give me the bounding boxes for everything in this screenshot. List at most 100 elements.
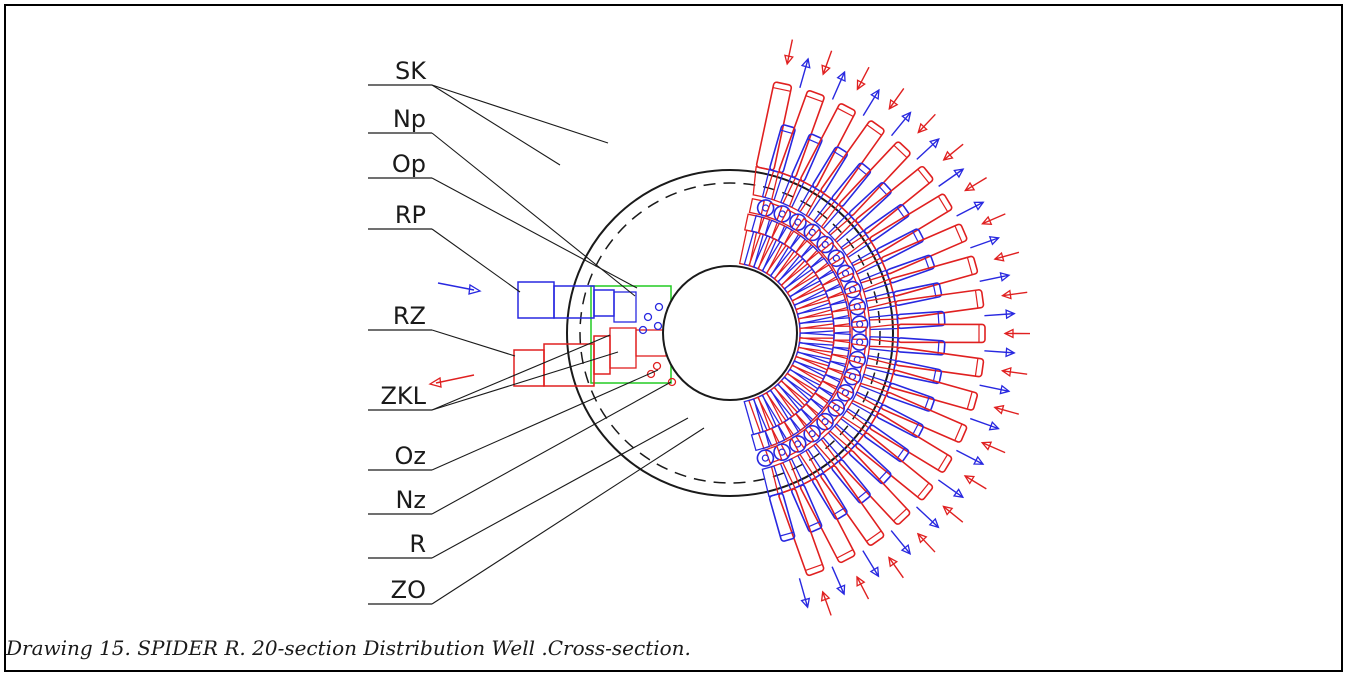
flow-arrow-head	[973, 201, 985, 211]
flow-arrow-head	[942, 505, 954, 516]
pipe-end	[780, 531, 794, 537]
flow-arrow-shaft	[943, 143, 964, 161]
return-branch	[761, 389, 880, 578]
pipe	[769, 124, 796, 174]
reducer	[868, 336, 899, 353]
pipe-end	[917, 168, 930, 184]
inlet-group	[428, 281, 677, 388]
return-drain-point	[643, 312, 653, 322]
valve	[827, 249, 846, 268]
pipe	[820, 120, 885, 201]
pipe	[790, 484, 823, 533]
reducer	[867, 300, 899, 321]
flow-arrow-head	[963, 475, 975, 485]
return-fitting	[613, 291, 637, 323]
flow-arrow-shaft	[822, 50, 833, 75]
flow-arrow-head	[856, 79, 866, 91]
callout-label-op: Op	[392, 150, 426, 178]
pipe-end	[893, 508, 908, 522]
flow-arrow-shaft	[890, 112, 912, 137]
flow-arrow-head	[1001, 289, 1012, 300]
reducer	[845, 399, 880, 429]
flow-arrow-head	[953, 168, 965, 179]
flow-arrow-shaft	[786, 39, 794, 65]
return-drain-point	[653, 321, 663, 331]
flow-arrow-shaft	[822, 591, 832, 616]
valve	[756, 449, 775, 467]
figure-caption: Drawing 15. SPIDER R. 20-section Distrib…	[6, 636, 691, 660]
pipe-end	[974, 358, 979, 377]
reducer	[820, 203, 853, 236]
pipe	[894, 346, 985, 378]
pipe-end	[937, 196, 949, 213]
valve	[850, 315, 869, 333]
outer-ring	[566, 169, 894, 497]
flow-arrow-shaft	[798, 578, 809, 608]
leader-line-zkl	[431, 334, 611, 411]
pipe	[869, 193, 953, 254]
valve-hub	[821, 418, 829, 426]
flow-arrow-head	[980, 441, 993, 451]
leader-line-zo	[431, 427, 705, 605]
leader-line-zkl	[431, 351, 619, 411]
flow-arrow-head	[973, 455, 985, 465]
flow-arrow-shaft	[994, 406, 1019, 415]
pipe	[892, 360, 943, 385]
flow-arrow-head	[952, 488, 965, 499]
flow-arrow-shaft	[831, 71, 846, 100]
branch-group	[738, 39, 1031, 616]
pipe	[876, 228, 925, 262]
flow-arrow-head	[901, 111, 912, 123]
pipe-end	[893, 144, 908, 159]
leader-line-r	[431, 417, 689, 559]
pipe	[838, 141, 911, 217]
valve-hub	[808, 228, 816, 237]
pipe	[876, 404, 924, 438]
pipe	[791, 133, 823, 182]
flow-arrow-shaft	[862, 89, 880, 116]
valve	[803, 424, 821, 443]
flow-arrow-shaft	[964, 475, 987, 490]
pipe	[886, 254, 935, 284]
flow-arrow-shaft	[942, 505, 964, 523]
flow-arrow-head	[1005, 347, 1016, 358]
flow-arrow-head	[928, 138, 940, 149]
reducer	[788, 453, 817, 488]
flow-arrow-shaft	[994, 251, 1020, 260]
inflow-arrow-head	[468, 283, 482, 295]
leader-line-rz	[431, 329, 516, 357]
flow-arrow-head	[820, 590, 831, 602]
flow-arrow-head	[988, 420, 1000, 431]
return-main-pipe	[517, 281, 555, 319]
leader-line-oz	[431, 369, 659, 471]
flow-arrow-shaft	[979, 384, 1010, 392]
outflow-arrow-head	[428, 376, 442, 388]
pipe	[885, 382, 935, 412]
flow-arrow-shaft	[917, 113, 936, 134]
return-branch	[743, 398, 811, 609]
leader-line-np	[431, 132, 636, 297]
flow-arrow-shaft	[799, 58, 809, 88]
pipe-end	[954, 225, 963, 243]
reducer	[820, 430, 853, 463]
return-valve	[593, 289, 615, 317]
outflow-arrow-shaft	[435, 374, 475, 384]
pipe-end	[805, 563, 823, 572]
supply-branch	[791, 213, 1006, 311]
flow-arrow-head	[784, 54, 794, 66]
flow-arrow-shaft	[862, 550, 880, 577]
callout-label-zkl: ZKL	[380, 382, 426, 410]
leader-line-sk	[431, 84, 609, 144]
flow-arrow-shaft	[888, 557, 904, 579]
leader-line-rp	[431, 228, 521, 293]
return-branch	[789, 201, 985, 307]
pipe-end	[772, 86, 791, 92]
callout-label-oz: Oz	[395, 442, 427, 470]
flow-arrow-shaft	[970, 237, 999, 249]
fitting	[798, 320, 835, 334]
return-main-pipe	[553, 285, 595, 319]
flow-arrow-shaft	[984, 350, 1015, 354]
pipe	[855, 165, 934, 234]
supply-main-pipe	[513, 349, 545, 387]
